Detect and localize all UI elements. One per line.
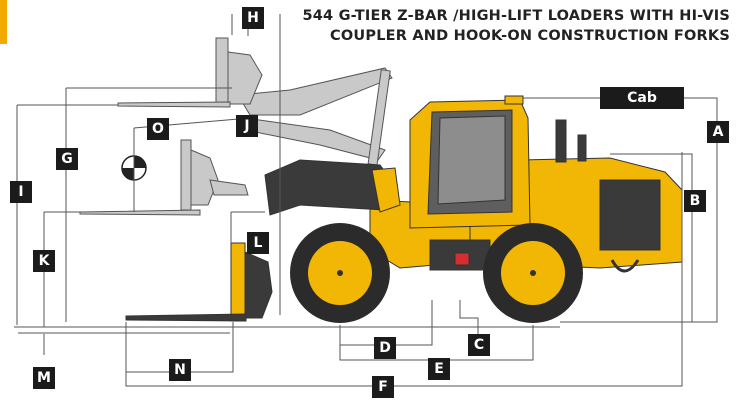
label-m: M: [33, 367, 55, 389]
label-b: B: [684, 190, 706, 212]
label-h: H: [242, 7, 264, 29]
corner-accent: [0, 0, 7, 44]
label-k: K: [33, 250, 55, 272]
label-n: N: [169, 359, 191, 381]
label-f: F: [372, 376, 394, 398]
diagram-title-line-1: 544 G-TIER Z-BAR /HIGH-LIFT LOADERS WITH…: [302, 8, 730, 24]
label-l: L: [247, 232, 269, 254]
label-i: I: [10, 181, 32, 203]
mid-forks-gray: [79, 139, 249, 216]
label-o: O: [147, 118, 169, 140]
label-a: A: [707, 121, 729, 143]
label-j: J: [236, 115, 258, 137]
label-e: E: [428, 358, 450, 380]
diagram-title-line-2: COUPLER AND HOOK-ON CONSTRUCTION FORKS: [330, 28, 730, 44]
loader-body: [125, 95, 683, 322]
label-c: C: [468, 334, 490, 356]
label-g: G: [56, 148, 78, 170]
rear-wheel: [483, 223, 583, 323]
label-d: D: [374, 337, 396, 359]
raised-forks-gray: [117, 37, 393, 166]
front-wheel: [290, 223, 390, 323]
label-cab: Cab: [600, 87, 684, 109]
